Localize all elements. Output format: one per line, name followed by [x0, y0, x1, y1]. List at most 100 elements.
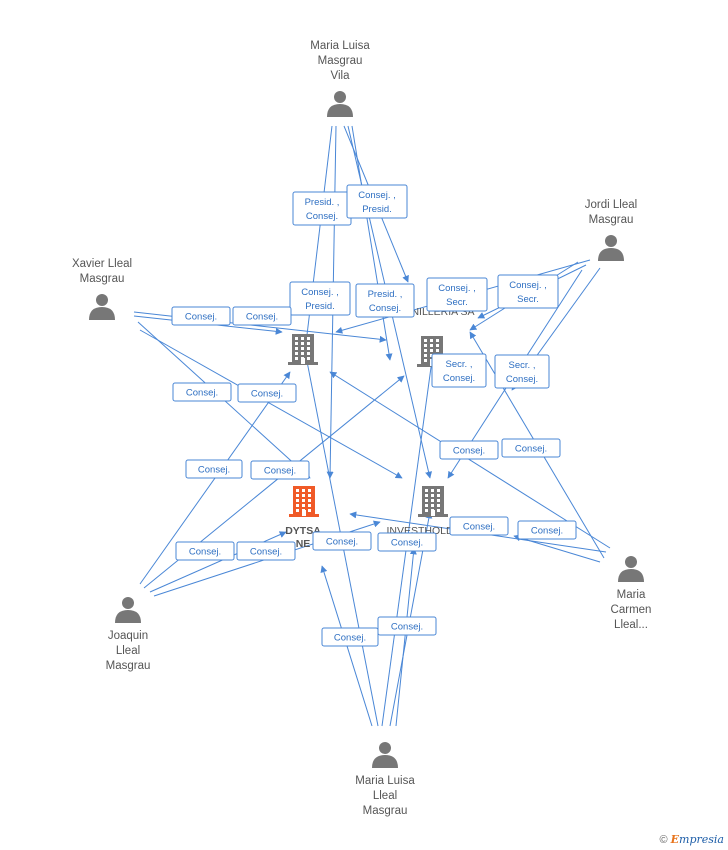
person-name-line: Joaquin	[108, 630, 148, 642]
role-label-text: Consej.	[369, 303, 401, 314]
role-label-text: Presid.	[362, 204, 392, 215]
role-label[interactable]: Consej.	[185, 459, 243, 479]
person-name-line: Carmen	[611, 604, 652, 616]
person-name-line: Masgrau	[106, 660, 151, 672]
person-name-line: Masgrau	[363, 805, 408, 817]
role-label[interactable]: Consej.	[237, 383, 297, 403]
role-label-text: Consej.	[506, 374, 538, 385]
role-label-text: Secr. ,	[446, 359, 473, 370]
role-label-text: Presid.	[305, 301, 335, 312]
role-label[interactable]: Consej.	[501, 438, 561, 458]
role-label[interactable]: Consej.	[439, 440, 499, 460]
role-label-text: Consej. ,	[509, 280, 547, 291]
person-name-line: Maria Luisa	[355, 775, 415, 787]
role-label-text: Consej.	[264, 466, 296, 477]
role-label-text: Consej.	[186, 388, 218, 399]
role-label[interactable]: Consej.	[236, 541, 296, 561]
brand-logo: Empresia	[670, 833, 724, 846]
role-label[interactable]: Consej. , Secr.	[497, 274, 559, 309]
role-label[interactable]: Secr. , Consej.	[494, 354, 550, 389]
role-label-text: Consej. ,	[438, 283, 476, 294]
role-label-text: Secr. ,	[509, 360, 536, 371]
role-label-text: Consej.	[198, 465, 230, 476]
edge-line	[329, 371, 611, 549]
person-name-line: Masgrau	[318, 55, 363, 67]
role-label[interactable]: Presid. , Consej.	[292, 191, 352, 226]
role-label[interactable]: Consej. , Presid.	[289, 281, 351, 316]
role-label-text: Consej. ,	[358, 190, 396, 201]
role-label-text: Consej.	[185, 312, 217, 323]
role-label[interactable]: Presid. , Consej.	[355, 283, 415, 318]
role-label-text: Consej. ,	[301, 287, 339, 298]
role-label[interactable]: Consej. , Presid.	[346, 184, 408, 219]
role-label-text: Consej.	[326, 537, 358, 548]
edge-line	[395, 547, 417, 727]
person-icon	[327, 91, 353, 117]
person-name-line: Lleal...	[614, 619, 648, 631]
person-name-line: Maria	[617, 589, 646, 601]
role-label-text: Consej.	[250, 547, 282, 558]
edge-line	[513, 534, 601, 563]
person-name-line: Lleal	[116, 645, 140, 657]
role-label[interactable]: Consej.	[312, 531, 372, 551]
role-label-text: Consej.	[246, 312, 278, 323]
role-label-text: Consej.	[443, 373, 475, 384]
company-name-line: DYTSA	[285, 525, 321, 537]
role-label-text: Secr.	[446, 297, 468, 308]
building-icon	[288, 334, 318, 365]
person-name-line: Vila	[331, 70, 351, 82]
role-label[interactable]: Consej.	[171, 306, 231, 326]
role-label-text: Consej.	[453, 446, 485, 457]
person-name-line: Jordi Lleal	[585, 199, 637, 211]
company-name-line: NE	[296, 538, 311, 550]
person-name-line: Masgrau	[80, 273, 125, 285]
role-label[interactable]: Consej.	[172, 382, 232, 402]
role-label-text: Presid. ,	[368, 289, 403, 300]
person-icon	[89, 294, 115, 320]
person-icon	[598, 235, 624, 261]
role-label[interactable]: Consej. , Secr.	[426, 277, 488, 312]
role-label-text: Secr.	[517, 294, 539, 305]
role-label-text: Consej.	[251, 389, 283, 400]
person-icon	[115, 597, 141, 623]
role-label[interactable]: Consej.	[517, 520, 577, 540]
building-icon	[418, 486, 448, 517]
person-name-line: Lleal	[373, 790, 397, 802]
edge-line	[301, 125, 333, 361]
role-label[interactable]: Consej.	[449, 516, 509, 536]
role-label-text: Consej.	[306, 211, 338, 222]
role-label-text: Consej.	[463, 522, 495, 533]
edge-line	[351, 125, 393, 361]
person-node[interactable]: MariaCarmenLleal...	[611, 556, 652, 631]
role-label[interactable]: Consej.	[175, 541, 235, 561]
role-label-text: Consej.	[391, 538, 423, 549]
footer-brand[interactable]: © Empresia	[659, 833, 724, 846]
role-label[interactable]: Consej.	[232, 306, 292, 326]
role-label[interactable]: Consej.	[250, 460, 310, 480]
edge-line	[139, 329, 403, 479]
role-label[interactable]: Consej.	[377, 616, 437, 636]
role-label-text: Consej.	[189, 547, 221, 558]
role-label[interactable]: Consej.	[377, 532, 437, 552]
role-label-text: Consej.	[515, 444, 547, 455]
edge-labels: Presid. ,Consej.Consej. ,Presid.Consej. …	[171, 184, 577, 647]
role-label[interactable]: Consej.	[321, 627, 379, 647]
role-label[interactable]: Secr. , Consej.	[431, 353, 487, 388]
person-name-line: Masgrau	[589, 214, 634, 226]
company-node[interactable]: INVESTHOLD	[386, 486, 454, 537]
person-name-line: Xavier Lleal	[72, 258, 132, 270]
person-icon	[618, 556, 644, 582]
person-icon	[372, 742, 398, 768]
role-label-text: Consej.	[334, 633, 366, 644]
role-label-text: Presid. ,	[305, 197, 340, 208]
role-label-text: Consej.	[391, 622, 423, 633]
building-icon	[289, 486, 319, 517]
